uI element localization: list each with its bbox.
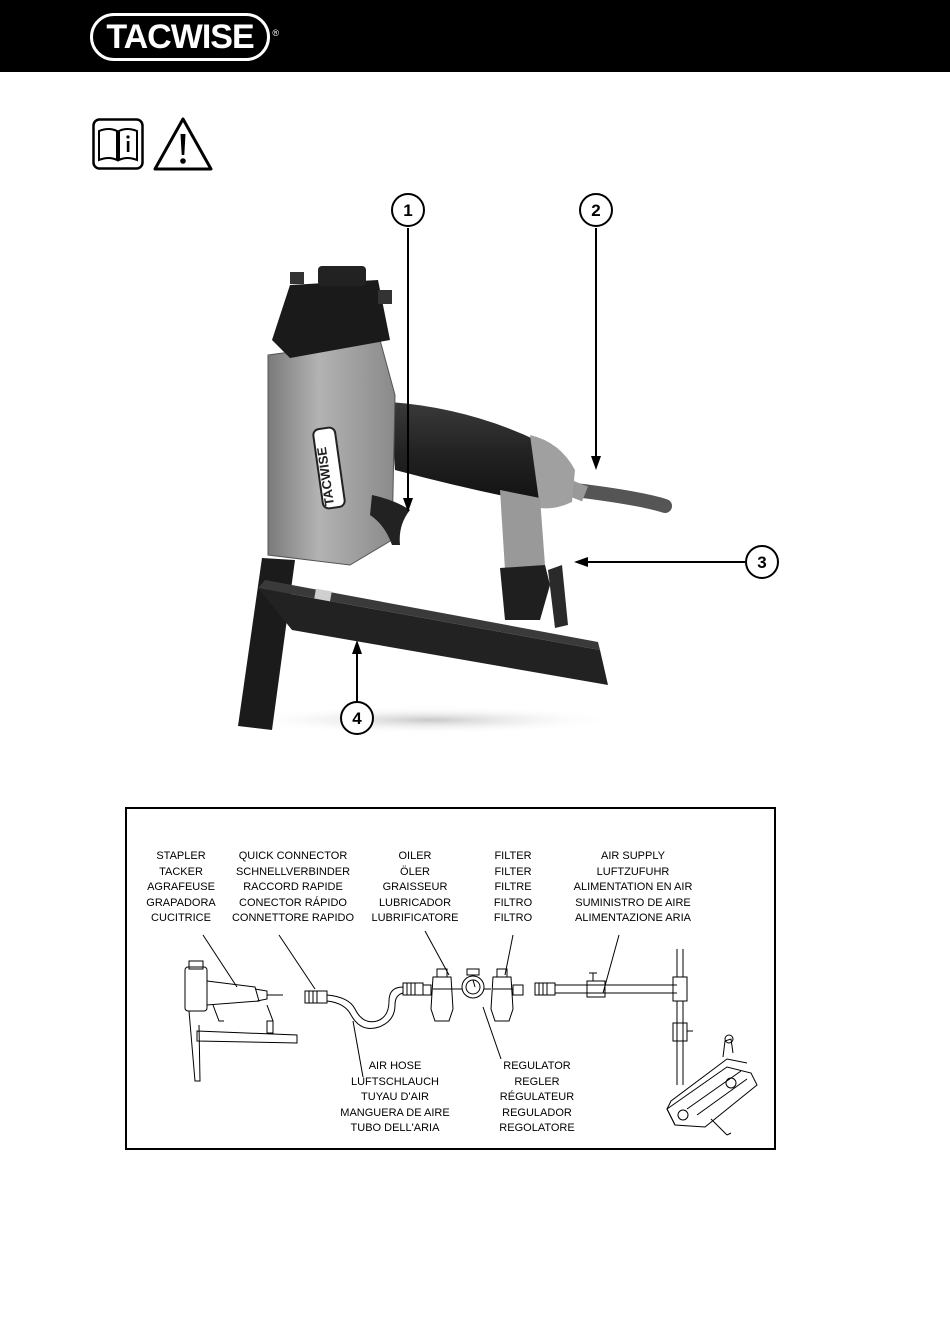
quick-connector-drawing [304,990,328,1004]
floor-shadow [240,706,620,734]
manual-info-icon [92,118,144,170]
air-system-drawing [184,930,758,1136]
callout-1-text: 1 [403,201,412,220]
frl-unit-drawing [422,968,524,1022]
callout-4-text: 4 [352,709,362,728]
callout-1: 1 [391,193,425,227]
air-hose [568,483,672,513]
compressor-drawing [666,1034,758,1136]
magazine-latch [500,565,550,620]
header-bar: TACWISE ® [0,0,950,72]
callout-4: 4 [340,701,374,735]
air-hose-drawing [326,986,404,1023]
warning-triangle-icon [153,117,213,171]
handle-grip [390,402,548,505]
stapler-figure: TACWISE 1 2 3 4 [238,193,779,735]
air-supply-pipe [555,949,693,1085]
callout-3-text: 3 [757,553,766,572]
stapler-cap [272,280,390,358]
trigger [370,495,410,545]
callout-2-text: 2 [591,201,600,220]
callout-3: 3 [745,545,779,579]
magazine [258,588,608,685]
stapler-drawing [184,960,298,1082]
tacwise-logo: TACWISE ® [90,13,279,61]
logo-text: TACWISE [106,18,254,56]
logo-registered-mark: ® [272,28,279,38]
callout-2: 2 [579,193,613,227]
